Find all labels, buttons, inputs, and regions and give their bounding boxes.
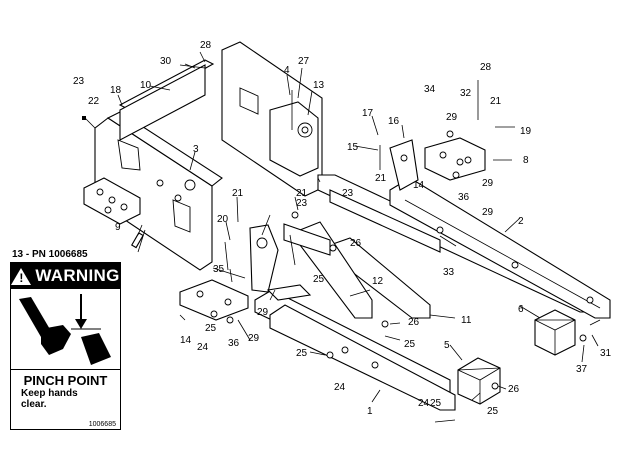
callout-25c: 25 — [404, 339, 416, 350]
warning-text: WARNING — [35, 266, 120, 285]
foot-plate — [179, 279, 249, 321]
callout-labels: 1 2 3 4 5 6 8 9 10 11 12 13 14 14 15 16 … — [73, 40, 612, 417]
callout-5: 5 — [444, 340, 450, 351]
callout-26c: 26 — [508, 384, 520, 395]
instruction-line-1: Keep hands — [21, 388, 78, 399]
callout-36a: 36 — [458, 192, 470, 203]
warning-decal: ! WARNING PINCH POINT Keep hands clear. … — [10, 262, 121, 430]
decal-part-number: 13 - PN 1006685 — [12, 249, 88, 260]
callout-16: 16 — [388, 116, 400, 127]
callout-36b: 36 — [228, 338, 240, 349]
callout-6: 6 — [518, 304, 524, 315]
instruction-line-2: clear. — [21, 399, 47, 410]
callout-25d: 25 — [296, 348, 308, 359]
callout-29d: 29 — [248, 333, 260, 344]
pivot-bracket-assembly — [249, 223, 331, 301]
warning-header: ! WARNING — [11, 263, 120, 289]
leader-lines — [117, 51, 599, 403]
right-rail — [389, 177, 611, 319]
callout-29a: 29 — [446, 112, 458, 123]
left-foot-bracket — [83, 177, 141, 225]
bottom-rail — [254, 289, 456, 411]
block-5 — [457, 357, 501, 405]
callout-24b: 24 — [334, 382, 346, 393]
callout-32: 32 — [460, 88, 472, 99]
callout-23b: 23 — [342, 188, 354, 199]
hazard-title: PINCH POINT — [23, 373, 108, 388]
callout-14a: 14 — [413, 180, 425, 191]
decal-code: 1006685 — [88, 421, 116, 428]
callout-18: 18 — [110, 85, 122, 96]
callout-28b: 28 — [480, 62, 492, 73]
callout-29b: 29 — [482, 178, 494, 189]
callout-20: 20 — [217, 214, 229, 225]
callout-30: 30 — [160, 56, 172, 67]
callout-8: 8 — [523, 155, 529, 166]
callout-3: 3 — [193, 144, 199, 155]
middle-bracket — [389, 139, 419, 191]
callout-28a: 28 — [200, 40, 212, 51]
callout-15: 15 — [347, 142, 359, 153]
callout-11: 11 — [461, 315, 472, 326]
callout-23c: 23 — [296, 198, 308, 209]
callout-25b: 25 — [205, 323, 217, 334]
callout-29c: 29 — [482, 207, 494, 218]
callout-21a: 21 — [490, 96, 502, 107]
callout-13a: 13 — [313, 80, 325, 91]
callout-29e: 29 — [257, 307, 269, 318]
callout-26b: 26 — [408, 317, 420, 328]
callout-9: 9 — [115, 222, 121, 233]
callout-25e: 25 — [487, 406, 499, 417]
callout-4: 4 — [284, 65, 290, 76]
callout-34: 34 — [424, 84, 436, 95]
callout-25a: 25 — [313, 274, 325, 285]
warning-triangle-icon: ! — [11, 267, 32, 285]
callout-27: 27 — [298, 56, 310, 67]
top-cross-bar — [118, 59, 215, 141]
callout-23a: 23 — [73, 76, 85, 87]
callout-12: 12 — [372, 276, 384, 287]
callout-21c: 21 — [296, 188, 308, 199]
block-6 — [534, 309, 576, 356]
callout-17: 17 — [362, 108, 374, 119]
callout-14b: 14 — [180, 335, 192, 346]
callout-26a: 26 — [350, 238, 362, 249]
callout-19: 19 — [520, 126, 532, 137]
callout-24a: 24 — [197, 342, 209, 353]
callout-21d: 21 — [232, 188, 244, 199]
callout-31: 31 — [600, 348, 612, 359]
pinch-point-pictogram — [11, 289, 120, 370]
bolts — [82, 64, 601, 423]
callout-24c: 24 — [418, 398, 430, 409]
callout-35: 35 — [213, 264, 225, 275]
callout-33: 33 — [443, 267, 455, 278]
callout-10: 10 — [140, 80, 152, 91]
callout-1: 1 — [367, 406, 373, 417]
callout-21b: 21 — [375, 173, 387, 184]
callout-2: 2 — [518, 216, 524, 227]
right-bracket-assembly — [424, 137, 486, 181]
callout-25f: 25 — [430, 398, 442, 409]
callout-22: 22 — [88, 96, 100, 107]
callout-37: 37 — [576, 364, 588, 375]
